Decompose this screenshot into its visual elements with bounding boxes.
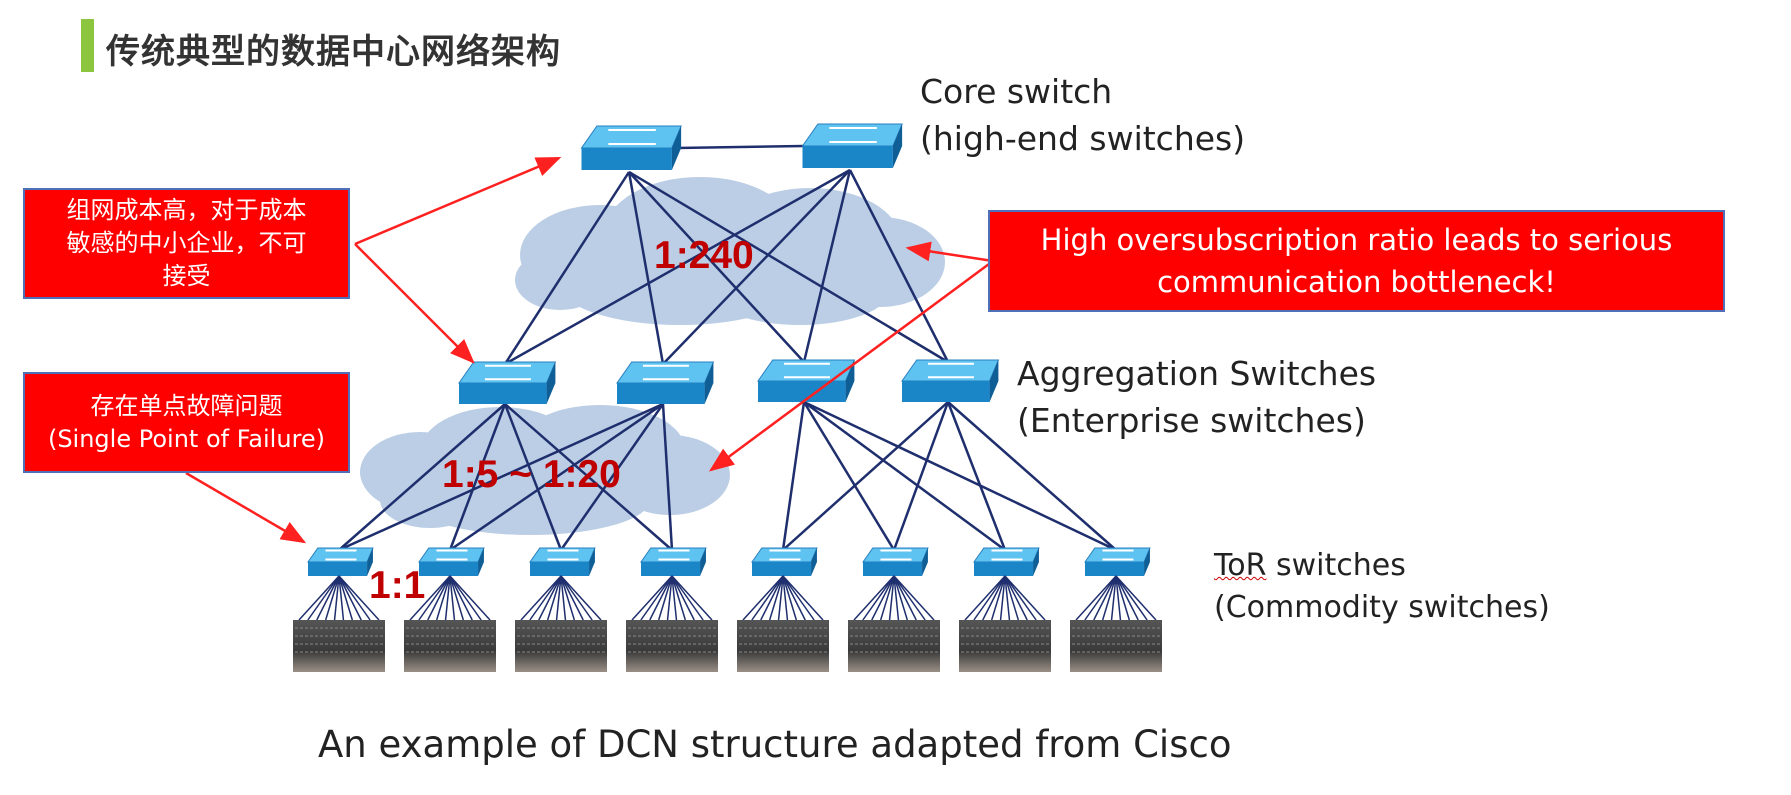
oversubscription-callout: High oversubscription ratio leads to ser… [988, 210, 1725, 312]
oversub-callout-line2: communication bottleneck! [1157, 265, 1556, 299]
server-rack-icon [404, 575, 496, 672]
callout-arrows [185, 156, 994, 544]
core-agg-link [802, 169, 852, 363]
core-agg-link [627, 171, 665, 365]
oversub-callout-line1: High oversubscription ratio leads to ser… [1040, 223, 1673, 257]
agg-tor-link [802, 401, 896, 551]
spof-callout-line1: 存在单点故障问题 [90, 391, 283, 420]
tor-switch-icon [418, 547, 485, 576]
network-links [338, 144, 1117, 552]
server-rack-icon [737, 575, 829, 672]
agg-tor-link [504, 403, 673, 551]
agg-tor-link [947, 401, 1117, 551]
oversub-arrow-to-agg-cloud [708, 259, 994, 472]
agg-tor-link [503, 403, 563, 551]
agg-tor-link [449, 402, 664, 552]
core-agg-link [628, 171, 805, 363]
aggregation-label-line1: Aggregation Switches [1017, 354, 1377, 393]
core-switch-icon [580, 125, 682, 170]
tor-switch-icon [529, 547, 596, 576]
page-title: 传统典型的数据中心网络架构 [106, 32, 561, 72]
agg-tor-link [781, 401, 806, 551]
core-switch-label: Core switch (high-end switches) [920, 68, 1245, 162]
tor-switch-icon [973, 547, 1040, 576]
core-interconnect-link [676, 144, 805, 150]
core-agg-ratio: 1:240 [654, 234, 754, 277]
spof-arrow-to-tor [185, 471, 307, 544]
tor-switch-label: ToR switches (Commodity switches) [1214, 545, 1550, 629]
tor-switch-icon [307, 547, 374, 576]
core-agg-link [848, 169, 950, 363]
agg-tor-link [338, 403, 506, 551]
aggregation-switch-icon [616, 361, 715, 404]
core-agg-link [504, 168, 851, 366]
server-rack-icon [848, 575, 940, 672]
tor-switch-icon [1084, 547, 1151, 576]
tor-label-line1-rest: switches [1266, 548, 1406, 583]
core-switch-label-line1: Core switch [920, 72, 1113, 111]
server-rack-icon [1070, 575, 1162, 672]
cost-arrow-to-agg [354, 243, 475, 364]
cost-callout-line2: 敏感的中小企业，不可 [66, 229, 307, 257]
tor-switch-icon [751, 547, 818, 576]
cost-callout-line1: 组网成本高，对于成本 [66, 196, 307, 224]
core-switch-label-line2: (high-end switches) [920, 119, 1246, 158]
agg-tor-link [803, 400, 1117, 552]
tor-switch-icon [640, 547, 707, 576]
server-rack-icon [515, 575, 607, 672]
core-agg-link [662, 169, 851, 365]
server-racks [293, 575, 1162, 672]
title-accent-bar [81, 19, 94, 72]
core-agg-link [628, 170, 949, 364]
cost-callout: 组网成本高，对于成本 敏感的中小企业，不可 接受 [23, 188, 350, 299]
oversub-arrow-to-core-cloud [905, 241, 994, 263]
spof-callout: 存在单点故障问题 (Single Point of Failure) [23, 372, 350, 473]
server-rack-icon [959, 575, 1051, 672]
spof-callout-line2: (Single Point of Failure) [47, 424, 326, 453]
switches [307, 123, 1151, 576]
agg-tor-link [803, 400, 1006, 552]
aggregation-switch-label: Aggregation Switches (Enterprise switche… [1017, 350, 1376, 444]
tor-switch-icon [862, 547, 929, 576]
cost-arrow-to-core [354, 156, 562, 246]
agg-tor-link [661, 403, 674, 551]
tor-server-ratio: 1:1 [369, 564, 426, 607]
tor-label-line2: (Commodity switches) [1214, 590, 1550, 625]
agg-tor-link [338, 402, 664, 552]
agg-tor-link [892, 401, 950, 551]
agg-tor-link [782, 401, 949, 551]
aggregation-label-line2: (Enterprise switches) [1017, 401, 1366, 440]
cost-callout-line3: 接受 [162, 262, 211, 290]
figure-caption: An example of DCN structure adapted from… [318, 723, 1232, 766]
agg-tor-link [448, 403, 507, 551]
agg-tor-link [946, 401, 1007, 551]
core-agg-link [503, 171, 631, 365]
agg-tor-ratio: 1:5 ~ 1:20 [442, 453, 621, 496]
tor-word: ToR [1214, 548, 1267, 583]
agg-tor-link [559, 403, 665, 551]
server-rack-icon [626, 575, 718, 672]
aggregation-switch-icon [757, 359, 856, 402]
aggregation-switch-icon [901, 359, 1000, 402]
tor-label-line1: ToR switches [1214, 545, 1550, 587]
aggregation-switch-icon [458, 361, 557, 404]
core-switch-icon [801, 123, 903, 168]
server-rack-icon [293, 575, 385, 672]
